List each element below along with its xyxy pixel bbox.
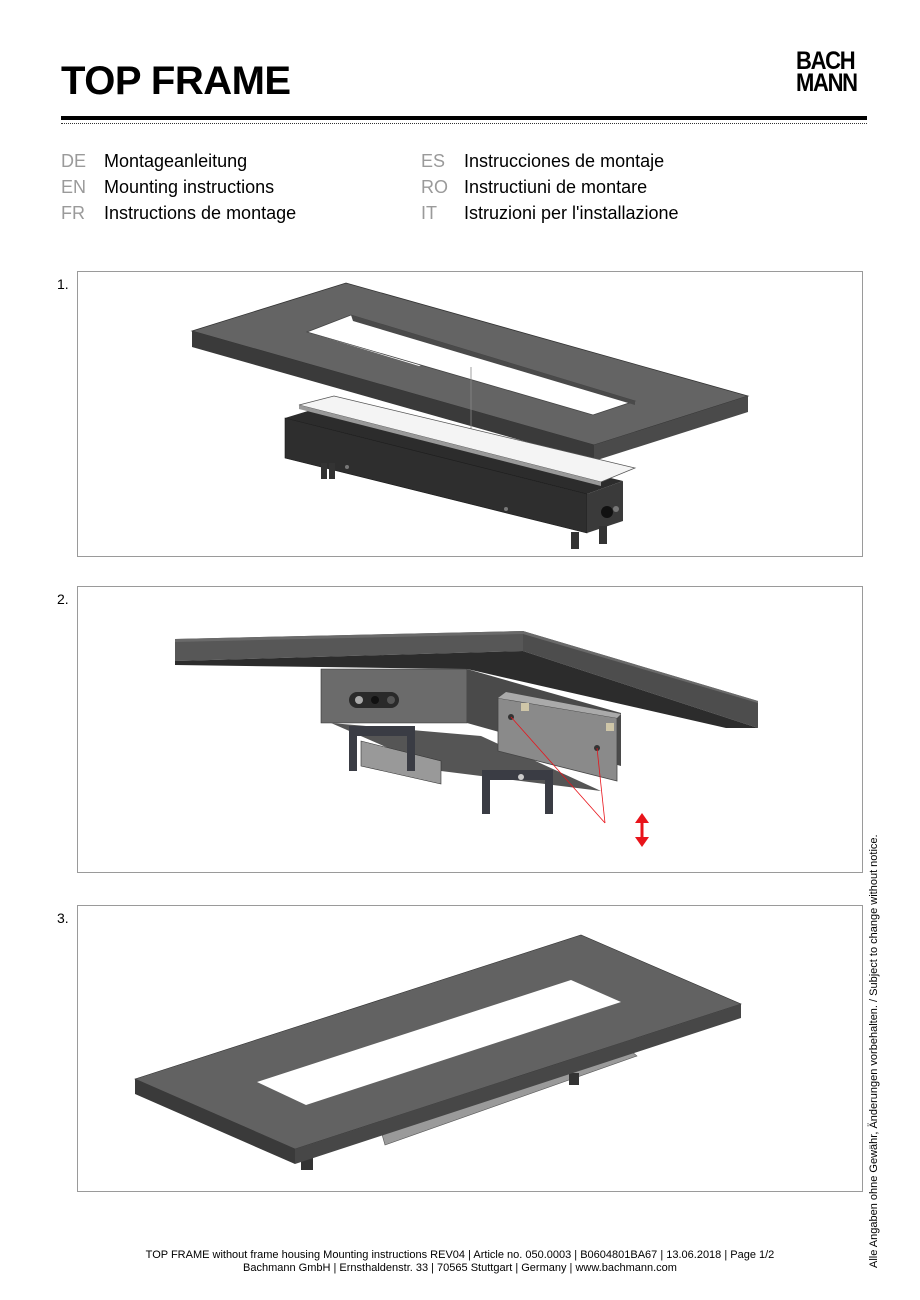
- language-title: Istruzioni per l'installazione: [464, 203, 679, 223]
- language-title: Montageanleitung: [104, 151, 248, 171]
- header-rule: [61, 116, 867, 120]
- step-2-number: 2.: [57, 591, 69, 607]
- page-title: TOP FRAME: [61, 59, 291, 103]
- logo-line-1: BACH: [796, 47, 856, 75]
- step-2-figure: [77, 586, 863, 873]
- disclaimer-note: Alle Angaben ohne Gewähr, Änderungen vor…: [868, 834, 880, 1268]
- bachmann-logo: BACH MANN: [796, 47, 861, 97]
- header-dotted-rule: [61, 123, 867, 124]
- up-down-arrow-icon: [635, 813, 649, 847]
- language-row-de: DE Montageanleitung: [61, 149, 296, 175]
- step-1-number: 1.: [57, 276, 69, 292]
- page-footer: TOP FRAME without frame housing Mounting…: [0, 1249, 920, 1275]
- language-row-fr: FR Instructions de montage: [61, 201, 296, 227]
- language-code: EN: [61, 177, 87, 197]
- language-title: Instructiuni de montare: [464, 177, 648, 197]
- step-1-figure: [77, 271, 863, 557]
- language-code: DE: [61, 151, 87, 171]
- underside-illustration: [175, 631, 758, 847]
- language-title: Instructions de montage: [104, 203, 297, 223]
- language-row-it: IT Istruzioni per l'installazione: [421, 201, 679, 227]
- footer-line-2: Bachmann GmbH | Ernsthaldenstr. 33 | 705…: [243, 1262, 677, 1274]
- footer-line-1: TOP FRAME without frame housing Mounting…: [145, 1249, 775, 1261]
- language-list-left: DE Montageanleitung EN Mounting instruct…: [61, 149, 296, 227]
- language-code: IT: [421, 203, 437, 223]
- language-list-right: ES Instrucciones de montaje RO Instructi…: [421, 149, 679, 227]
- language-title: Instrucciones de montaje: [464, 151, 665, 171]
- language-code: ES: [421, 151, 446, 171]
- language-title: Mounting instructions: [104, 177, 275, 197]
- step-3-figure: [77, 905, 863, 1192]
- step-3-number: 3.: [57, 910, 69, 926]
- logo-line-2: MANN: [796, 69, 858, 97]
- language-row-en: EN Mounting instructions: [61, 175, 296, 201]
- assembled-frame-illustration: [134, 934, 742, 1170]
- language-code: RO: [421, 177, 448, 197]
- exploded-assembly-illustration: [190, 282, 750, 549]
- language-code: FR: [61, 203, 85, 223]
- language-row-ro: RO Instructiuni de montare: [421, 175, 679, 201]
- language-row-es: ES Instrucciones de montaje: [421, 149, 679, 175]
